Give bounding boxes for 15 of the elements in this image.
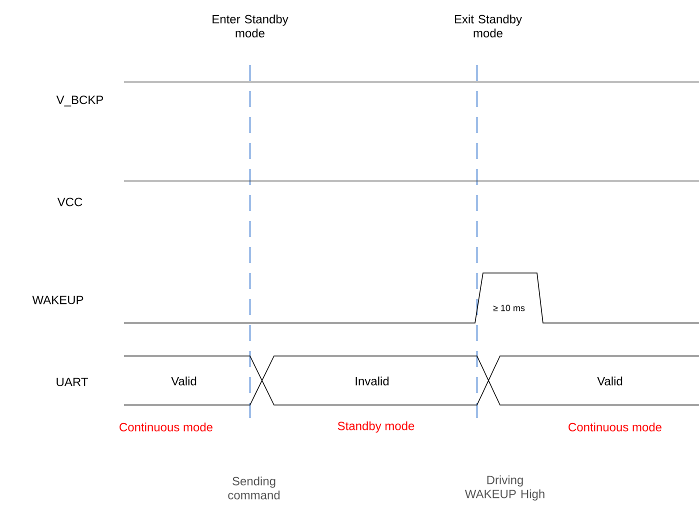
signal-label: VCC <box>57 198 82 206</box>
note-label: Sending command <box>228 476 280 500</box>
event-label: Enter Standby mode <box>212 14 288 38</box>
signal-label: V_BCKP <box>56 96 104 106</box>
note-label: Driving WAKEUP High <box>464 475 544 501</box>
state-label: Valid <box>171 376 196 386</box>
state-label: Valid <box>597 376 622 386</box>
mode-label: Continuous mode <box>568 422 662 432</box>
state-label: Invalid <box>356 376 389 386</box>
signal-label: UART <box>56 378 88 386</box>
mode-label: Continuous mode <box>120 422 212 432</box>
signal-label: WAKEUP <box>32 296 84 304</box>
event-label: Exit Standby mode <box>454 14 522 38</box>
mode-label: Standby mode <box>338 421 414 433</box>
timing-label: ≥ 10 ms <box>493 304 525 312</box>
